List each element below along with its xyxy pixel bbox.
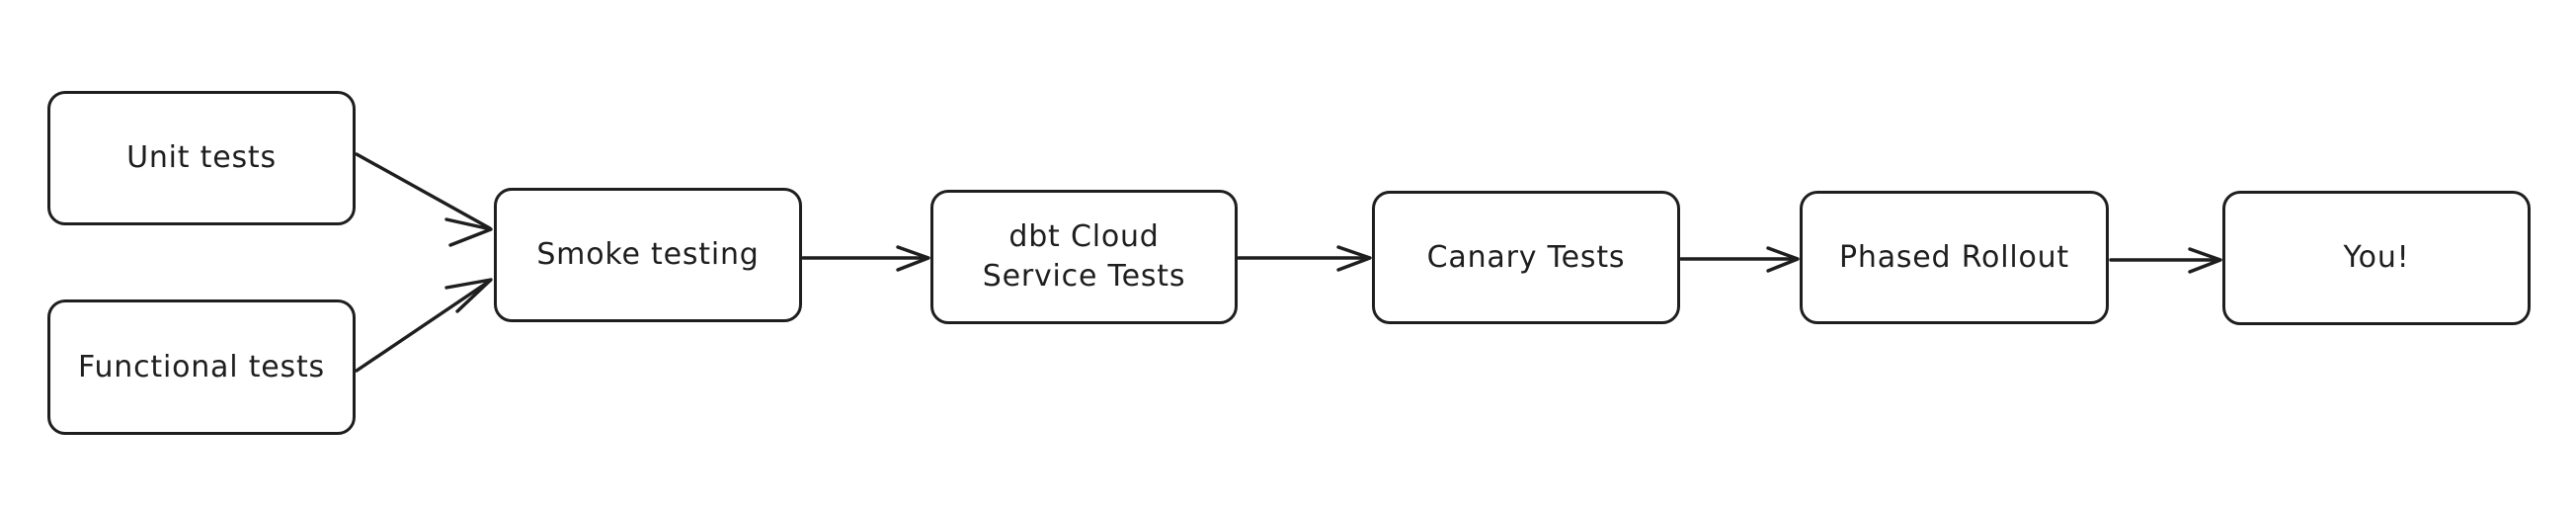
edge-unit-tests-to-smoke-testing: [355, 152, 493, 247]
node-smoke-testing-label: Smoke testing: [536, 237, 760, 273]
edge-canary-tests-to-phased-rollout: [1679, 246, 1800, 273]
edge-smoke-testing-to-dbt-cloud: [801, 245, 930, 272]
node-dbt-cloud-service-tests-label: dbt Cloud Service Tests: [982, 219, 1186, 294]
node-unit-tests[interactable]: Unit tests: [47, 91, 356, 225]
node-you[interactable]: You!: [2222, 191, 2531, 325]
node-unit-tests-label: Unit tests: [126, 140, 277, 176]
node-phased-rollout[interactable]: Phased Rollout: [1800, 191, 2109, 324]
node-functional-tests[interactable]: Functional tests: [47, 299, 356, 435]
edge-functional-tests-to-smoke-testing: [355, 278, 493, 373]
node-smoke-testing[interactable]: Smoke testing: [494, 188, 802, 322]
edge-dbt-cloud-to-canary-tests: [1237, 245, 1372, 272]
node-dbt-cloud-service-tests[interactable]: dbt Cloud Service Tests: [930, 190, 1238, 324]
node-functional-tests-label: Functional tests: [78, 349, 325, 384]
node-canary-tests[interactable]: Canary Tests: [1372, 191, 1680, 324]
node-you-label: You!: [2343, 240, 2410, 276]
edge-phased-rollout-to-you: [2109, 247, 2222, 274]
node-canary-tests-label: Canary Tests: [1426, 239, 1626, 275]
node-phased-rollout-label: Phased Rollout: [1838, 239, 2069, 275]
